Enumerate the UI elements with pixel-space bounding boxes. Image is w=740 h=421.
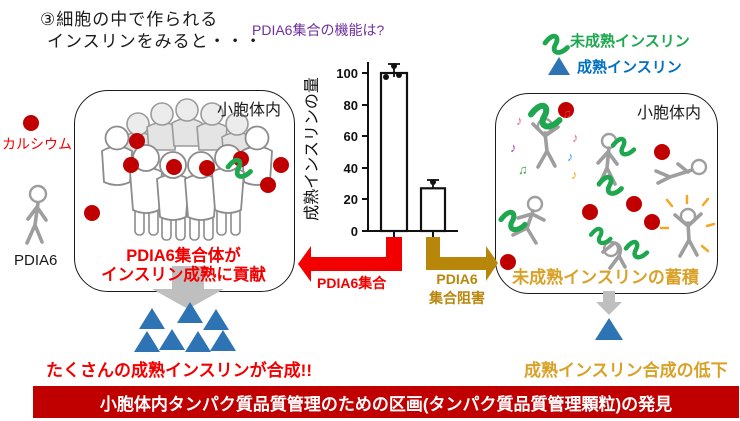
left-caption-line2: インスリン成熟に貢献 bbox=[101, 266, 266, 284]
ytick-0: 0 bbox=[350, 224, 358, 239]
arrow-pdia6-aggregation bbox=[298, 237, 402, 282]
music-note-icon: ♪ bbox=[572, 130, 579, 145]
condition-label-inhibited-line2: 集合阻害 bbox=[429, 290, 485, 306]
right-caption: 未成熟インスリンの蓄積 bbox=[512, 268, 699, 287]
bar-pdia6-aggregation bbox=[379, 71, 409, 233]
chart-axes bbox=[362, 62, 458, 238]
banner-text: 小胞体内タンパク質品質管理のための区画(タンパク質品質管理顆粒)の発見 bbox=[99, 394, 673, 414]
mature-insulin-triangles bbox=[134, 302, 236, 352]
question-text: PDIA6集合の機能は? bbox=[252, 22, 385, 38]
error-bar-2 bbox=[427, 179, 439, 188]
pdia6-person-icon bbox=[25, 184, 48, 245]
legend-mature-label: 成熟インスリン bbox=[577, 59, 682, 76]
mature-insulin-triangle-single bbox=[595, 318, 623, 340]
discovery-banner: 小胞体内タンパク質品質管理のための区画(タンパク質品質管理顆粒)の発見 bbox=[33, 386, 739, 418]
music-note-icon: ♪ bbox=[516, 113, 523, 128]
ytick-40: 40 bbox=[343, 161, 358, 176]
outcome-right-text: 成熟インスリン合成の低下 bbox=[524, 361, 728, 380]
calcium-key-dot bbox=[23, 115, 39, 131]
music-note-icon: ♪ bbox=[567, 149, 574, 164]
er-panel-right bbox=[495, 93, 718, 294]
calcium-dots-right-panel bbox=[500, 102, 670, 270]
title-line2: インスリンをみると・・・ bbox=[47, 32, 263, 51]
music-note-icon: ♪ bbox=[510, 140, 517, 155]
condition-label-inhibited-line1: PDIA6 bbox=[436, 271, 478, 287]
left-caption-line1: PDIA6集合体が bbox=[126, 247, 241, 265]
right-panel-label: 小胞体内 bbox=[637, 105, 702, 122]
crouching-figure bbox=[601, 240, 627, 270]
music-note-icon: ♪ bbox=[571, 167, 578, 182]
bar-chart bbox=[362, 62, 458, 238]
stretching-figure bbox=[659, 194, 716, 258]
stress-rays bbox=[659, 194, 716, 253]
lying-figure bbox=[654, 158, 708, 185]
chart-y-axis-label: 成熟インスリンの量 bbox=[304, 77, 321, 221]
down-arrow-right bbox=[596, 291, 622, 315]
left-panel-label: 小胞体内 bbox=[217, 102, 282, 119]
running-figure bbox=[511, 195, 546, 245]
ytick-80: 80 bbox=[343, 98, 358, 113]
pdia6-label: PDIA6 bbox=[14, 252, 58, 269]
legend-mature-triangle-icon bbox=[548, 57, 570, 75]
legend-immature-squiggle-icon bbox=[545, 36, 568, 52]
error-bar-1 bbox=[383, 63, 402, 80]
title-line1: ③細胞の中で作られる bbox=[40, 10, 219, 29]
legend-immature-label: 未成熟インスリン bbox=[570, 33, 690, 50]
ytick-60: 60 bbox=[343, 129, 358, 144]
music-note-icon: ♫ bbox=[562, 106, 572, 121]
ytick-20: 20 bbox=[343, 192, 358, 207]
ytick-100: 100 bbox=[336, 66, 358, 81]
bar-aggregation-inhibited bbox=[419, 187, 447, 233]
arrow-aggregation-inhibited bbox=[426, 237, 498, 281]
calcium-dots-left-panel bbox=[84, 133, 289, 221]
down-arrow-left bbox=[152, 266, 224, 309]
music-note-icon: ♫ bbox=[518, 162, 528, 177]
calcium-label: カルシウム bbox=[2, 136, 72, 152]
condition-label-aggregation: PDIA6集合 bbox=[317, 275, 387, 291]
outcome-left-text: たくさんの成熟インスリンが合成!! bbox=[46, 361, 312, 380]
